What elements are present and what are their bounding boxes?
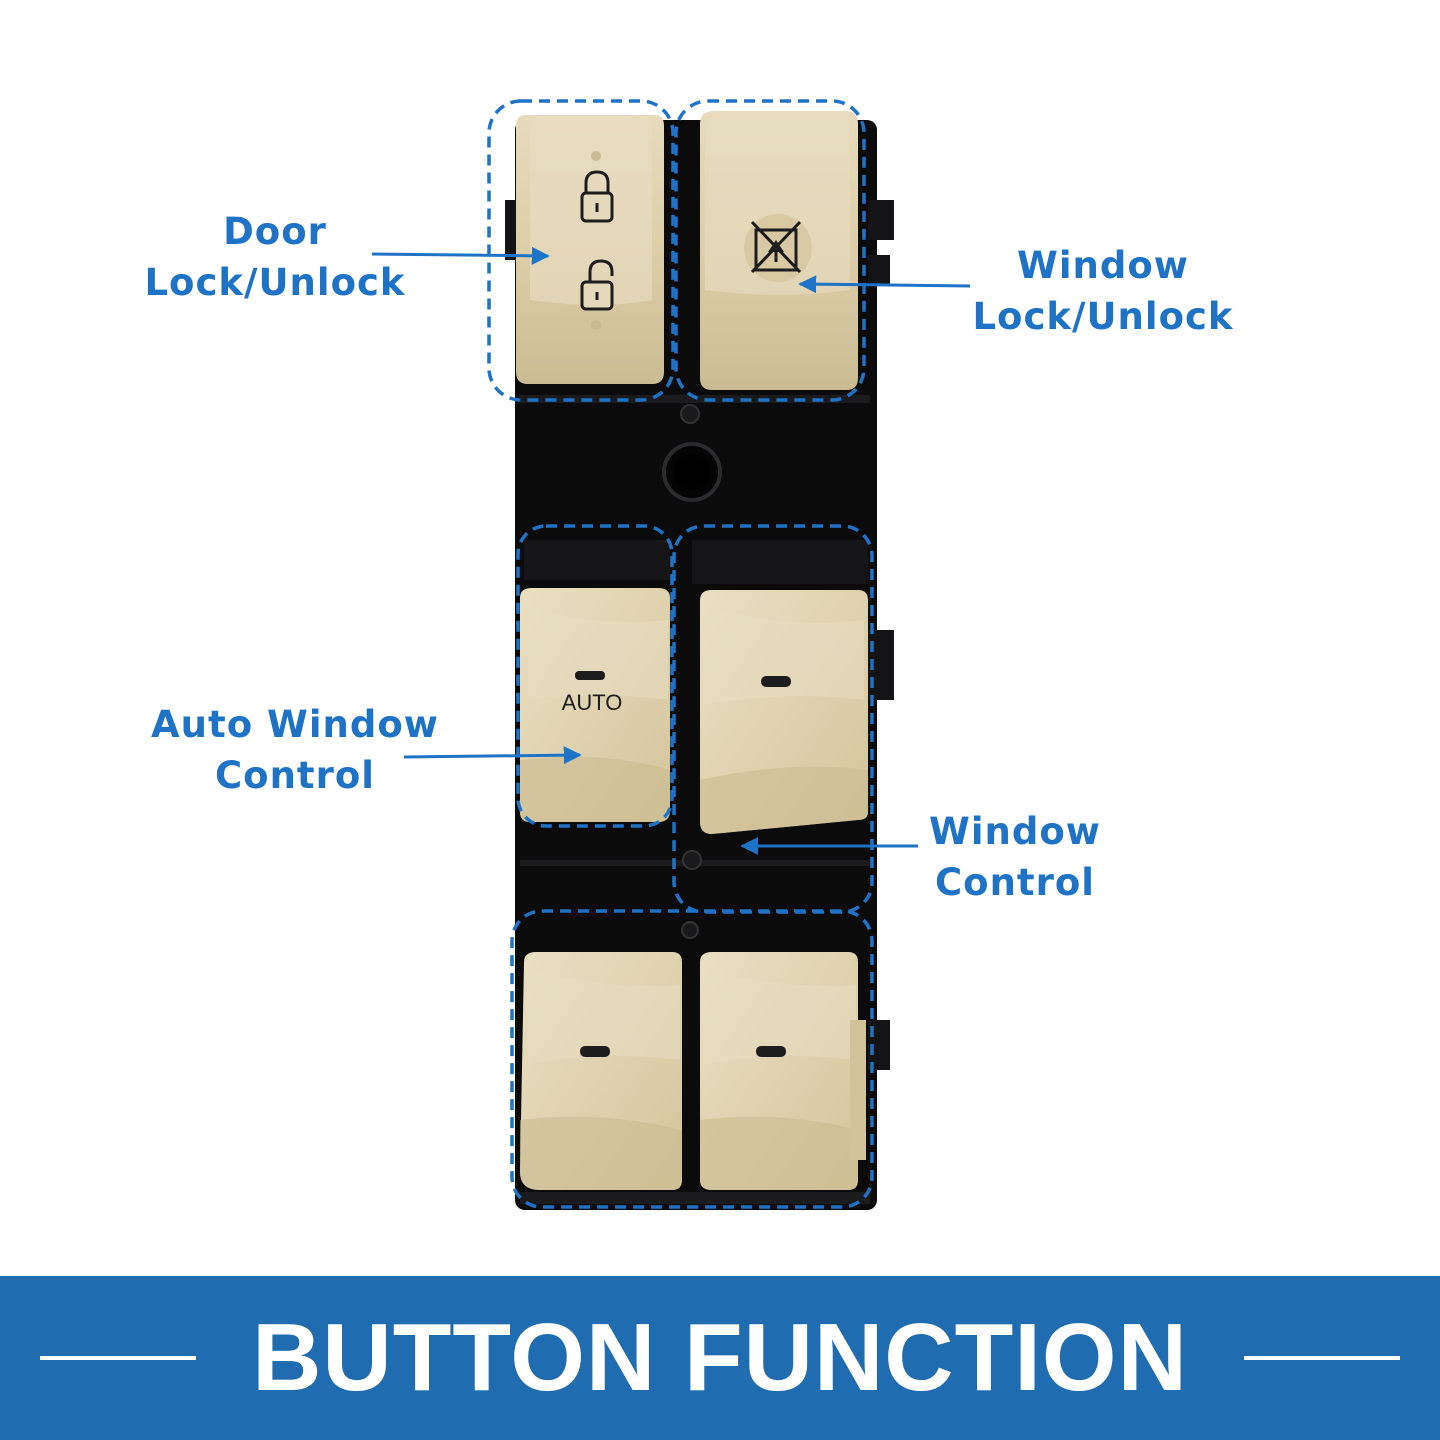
door-lock-arrow: [371, 246, 550, 265]
rear-left-indicator-icon: [580, 1046, 610, 1057]
banner-title: BUTTON FUNCTION: [252, 1304, 1188, 1411]
switch-panel-illustration: AUTO: [371, 99, 971, 1210]
rear-right-window-button[interactable]: [700, 952, 866, 1190]
rear-buttons-highlight: [510, 909, 874, 1209]
auto-window-highlight: [516, 524, 674, 828]
rear-left-window-button[interactable]: [520, 952, 682, 1190]
window-switch-indicator-icon: [761, 676, 791, 687]
window-lock-callout-line2: Lock/Unlock: [972, 295, 1234, 338]
door-lock-callout-line2: Lock/Unlock: [144, 261, 406, 304]
title-banner: BUTTON FUNCTION: [0, 1276, 1440, 1440]
banner-rule-right: [1244, 1356, 1400, 1360]
door-lock-callout-line1: Door: [223, 210, 327, 253]
window-lock-icon: [744, 214, 812, 282]
door-lock-button[interactable]: [516, 115, 664, 384]
auto-indicator-icon: [575, 671, 605, 680]
screw-top: [680, 404, 700, 424]
rear-right-indicator-icon: [756, 1046, 786, 1057]
screw-bottom: [681, 921, 699, 939]
auto-window-callout-line1: Auto Window: [151, 703, 439, 746]
window-lock-callout-line1: Window: [1017, 244, 1189, 287]
window-control-callout-line2: Control: [935, 861, 1095, 904]
window-control-highlight: [672, 524, 874, 914]
door-lock-highlight: [487, 99, 675, 402]
lock-open-icon: [580, 259, 614, 311]
window-control-button[interactable]: [692, 540, 868, 834]
door-lock-callout: Door Lock/Unlock: [130, 206, 420, 308]
window-lock-callout: Window Lock/Unlock: [960, 240, 1246, 342]
lock-closed-icon: [580, 170, 614, 223]
housing-hole: [662, 442, 722, 502]
auto-window-callout-line2: Control: [215, 754, 375, 797]
auto-window-callout: Auto Window Control: [140, 699, 450, 801]
auto-window-arrow: [403, 746, 582, 765]
window-lock-highlight: [674, 99, 866, 402]
screw-middle: [682, 850, 702, 870]
banner-rule-left: [40, 1356, 196, 1360]
window-control-callout-line1: Window: [929, 810, 1101, 853]
auto-label: AUTO: [562, 690, 623, 715]
window-lock-arrow: [798, 275, 971, 294]
auto-window-button[interactable]: [520, 540, 670, 822]
window-control-callout: Window Control: [900, 806, 1130, 908]
